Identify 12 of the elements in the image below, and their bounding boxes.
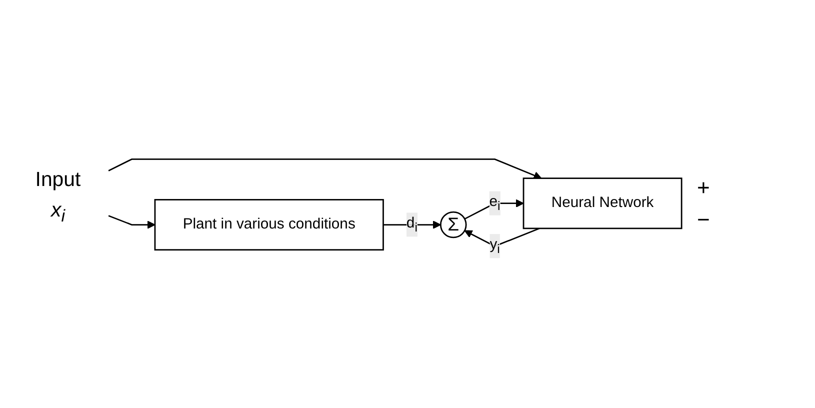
edge-label: e$_{i}$ — [489, 194, 500, 213]
node-box: Neural Network — [522, 178, 682, 230]
arrow — [108, 158, 542, 180]
node-text: Input — [35, 167, 81, 190]
edge-label: d$_{i}$ — [406, 215, 418, 234]
sign-label: − — [697, 207, 711, 233]
node-circle: Σ — [440, 211, 467, 238]
node-box: Plant in various conditions — [154, 199, 384, 251]
sign-label: + — [697, 175, 711, 201]
edge-label: y$_{i}$ — [490, 236, 500, 256]
arrow — [108, 215, 156, 229]
node-label: x$_{i}$ — [50, 198, 65, 226]
